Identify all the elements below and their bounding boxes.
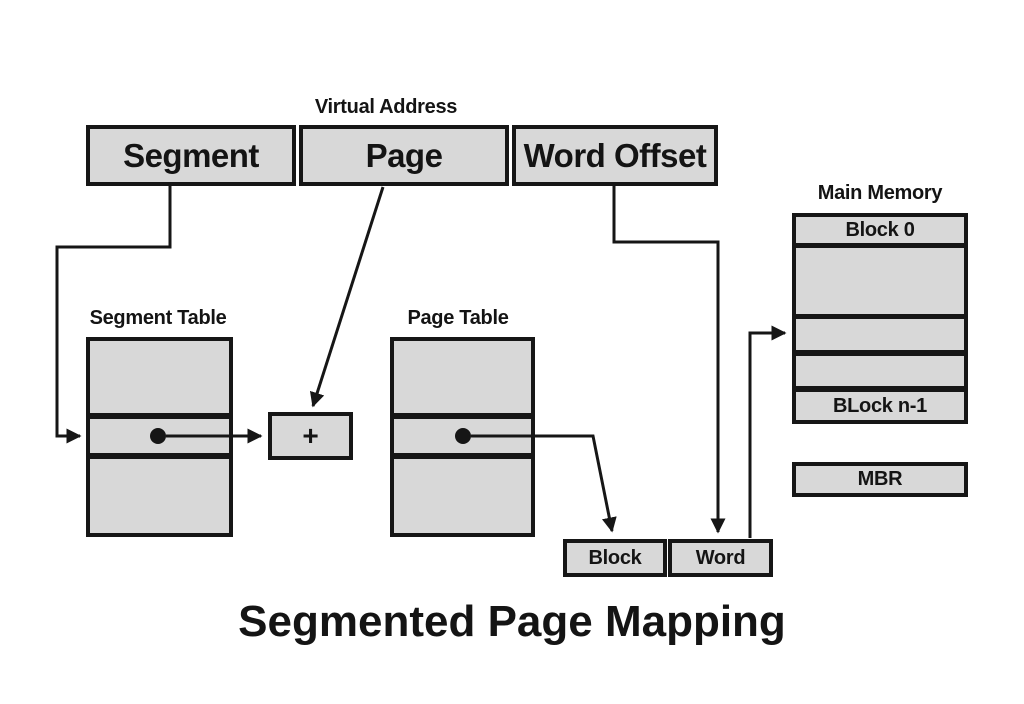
main-memory: Block 0 BLock n-1 [792, 213, 968, 424]
arrow-word-to-main-memory [748, 325, 787, 538]
page-table-row-entry [394, 419, 531, 459]
segment-table-row-bottom [90, 459, 229, 533]
page-table-row-top [394, 341, 531, 419]
segment-table [86, 337, 233, 537]
segment-table-row-top [90, 341, 229, 419]
virtual-address-page-field: Page [299, 125, 509, 186]
segment-table-row-entry [90, 419, 229, 459]
main-memory-row-block0: Block 0 [796, 217, 964, 248]
physical-address-word-box: Word [668, 539, 773, 577]
page-table-label: Page Table [407, 307, 509, 329]
page-table [390, 337, 535, 537]
main-memory-row [796, 319, 964, 356]
virtual-address-word-offset-field: Word Offset [512, 125, 718, 186]
virtual-address-label: Virtual Address [314, 96, 458, 118]
arrow-page-to-adder [309, 186, 385, 408]
main-memory-label: Main Memory [817, 182, 943, 204]
arrow-word-offset-to-word [612, 186, 726, 534]
adder-box: + [268, 412, 353, 460]
diagram-title: Segmented Page Mapping [238, 597, 786, 646]
main-memory-row [796, 356, 964, 392]
mbr-box: MBR [792, 462, 968, 497]
page-table-row-bottom [394, 459, 531, 533]
main-memory-row [796, 248, 964, 319]
virtual-address-segment-field: Segment [86, 125, 296, 186]
segment-table-label: Segment Table [89, 307, 227, 329]
physical-address-block-box: Block [563, 539, 667, 577]
main-memory-row-blockn1: BLock n-1 [833, 394, 927, 417]
